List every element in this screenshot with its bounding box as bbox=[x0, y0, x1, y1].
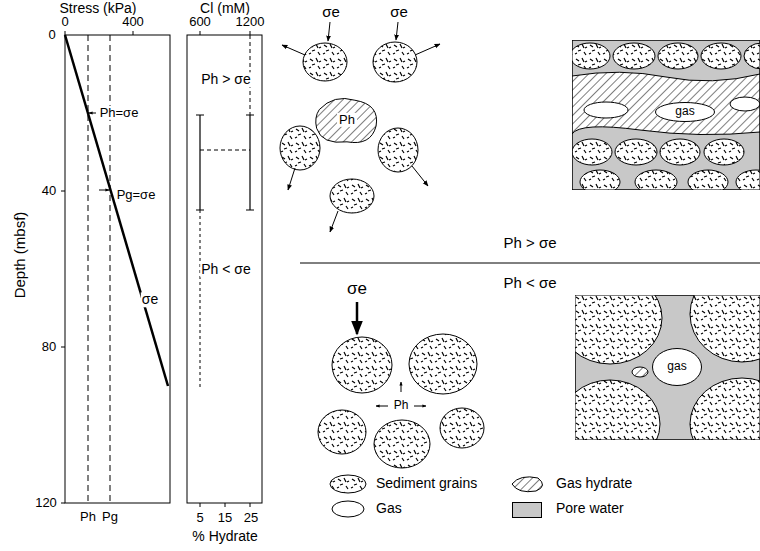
node-text: gas bbox=[665, 360, 688, 373]
leader-arrow bbox=[89, 113, 96, 114]
tick-label: 600 bbox=[188, 15, 212, 29]
line-label: σe bbox=[141, 292, 159, 307]
node-shape bbox=[316, 98, 377, 142]
chloride-chart bbox=[187, 31, 262, 507]
stress-label: σe bbox=[321, 4, 341, 21]
tick-label: 25 bbox=[243, 511, 259, 525]
intersection-label: Ph=σe bbox=[99, 106, 140, 120]
regime-label: Ph < σe bbox=[200, 262, 252, 277]
legend-text: Sediment grains bbox=[375, 476, 478, 491]
tick-label: 15 bbox=[217, 511, 233, 525]
tick-label: 0 bbox=[47, 28, 56, 42]
node-shape bbox=[653, 349, 702, 386]
legend-text: Pore water bbox=[555, 501, 625, 516]
gas-hydrate-body: Ph bbox=[314, 94, 380, 146]
tick-label: 80 bbox=[41, 340, 57, 354]
node-text: Ph bbox=[337, 113, 357, 127]
leader-arrow bbox=[99, 190, 109, 191]
divider-line bbox=[300, 263, 760, 264]
line-label: Pg bbox=[101, 510, 119, 524]
gas-bubble: gas bbox=[652, 348, 702, 386]
stress-label: σe bbox=[346, 280, 368, 299]
stress-label: σe bbox=[389, 4, 409, 21]
node-text: gas bbox=[673, 105, 696, 118]
regime-label: Ph < σe bbox=[502, 275, 557, 292]
tick-label: 120 bbox=[34, 496, 58, 510]
legend-symbols bbox=[330, 475, 543, 517]
regime-label: Ph > σe bbox=[502, 235, 557, 252]
legend-text: Gas bbox=[375, 501, 403, 516]
axis-title: % Hydrate bbox=[191, 529, 258, 544]
grain-cluster-lower bbox=[318, 302, 484, 468]
legend-swatch bbox=[512, 502, 542, 518]
regime-label: Ph > σe bbox=[200, 72, 252, 87]
axis-title: Depth (mbsf) bbox=[12, 211, 29, 300]
gas-bubble: gas bbox=[655, 102, 715, 122]
pressure-label: Ph bbox=[393, 399, 410, 412]
grain-cluster-upper bbox=[280, 22, 440, 232]
node-shape bbox=[656, 103, 715, 122]
effective-stress-line bbox=[65, 35, 168, 386]
tick-label: 400 bbox=[121, 15, 145, 29]
tick-label: 40 bbox=[41, 184, 57, 198]
tick-label: 0 bbox=[60, 15, 69, 29]
line-label: Ph bbox=[79, 510, 97, 524]
pore-scale-upper bbox=[572, 40, 760, 190]
legend-text: Gas hydrate bbox=[555, 476, 633, 491]
hydrate-pressure-line bbox=[88, 35, 89, 503]
stress-chart bbox=[61, 31, 170, 503]
tick-label: 5 bbox=[195, 511, 204, 525]
tick-label: 1200 bbox=[235, 15, 266, 29]
intersection-label: Pg=σe bbox=[116, 188, 157, 202]
pore-scale-lower bbox=[575, 295, 760, 440]
